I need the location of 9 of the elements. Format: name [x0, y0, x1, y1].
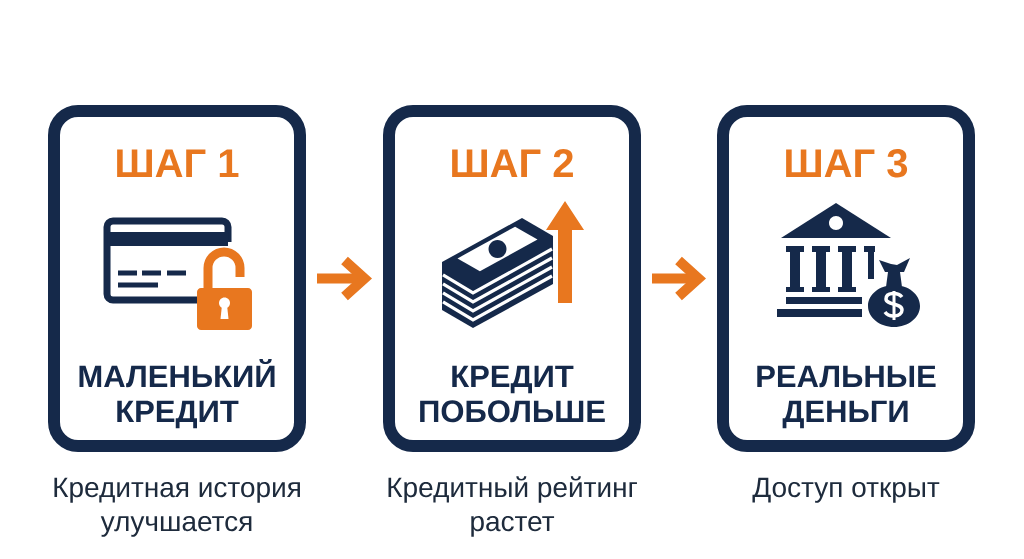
step-heading: РЕАЛЬНЫЕ ДЕНЬГИ: [757, 365, 936, 429]
step-heading: КРЕДИТ ПОБОЛЬШЕ: [420, 365, 605, 423]
step-heading: МАЛЕНЬКИЙ КРЕДИТ: [79, 358, 275, 429]
step-number: ШАГ 3: [786, 149, 908, 178]
step-number: ШАГ 2: [452, 149, 573, 177]
step-caption: Доступ открыт: [752, 477, 940, 503]
step-number: ШАГ 1: [117, 149, 239, 177]
step-caption: Кредитная история улучшается: [54, 477, 300, 537]
step-caption: Кредитный рейтинг растет: [388, 476, 637, 537]
